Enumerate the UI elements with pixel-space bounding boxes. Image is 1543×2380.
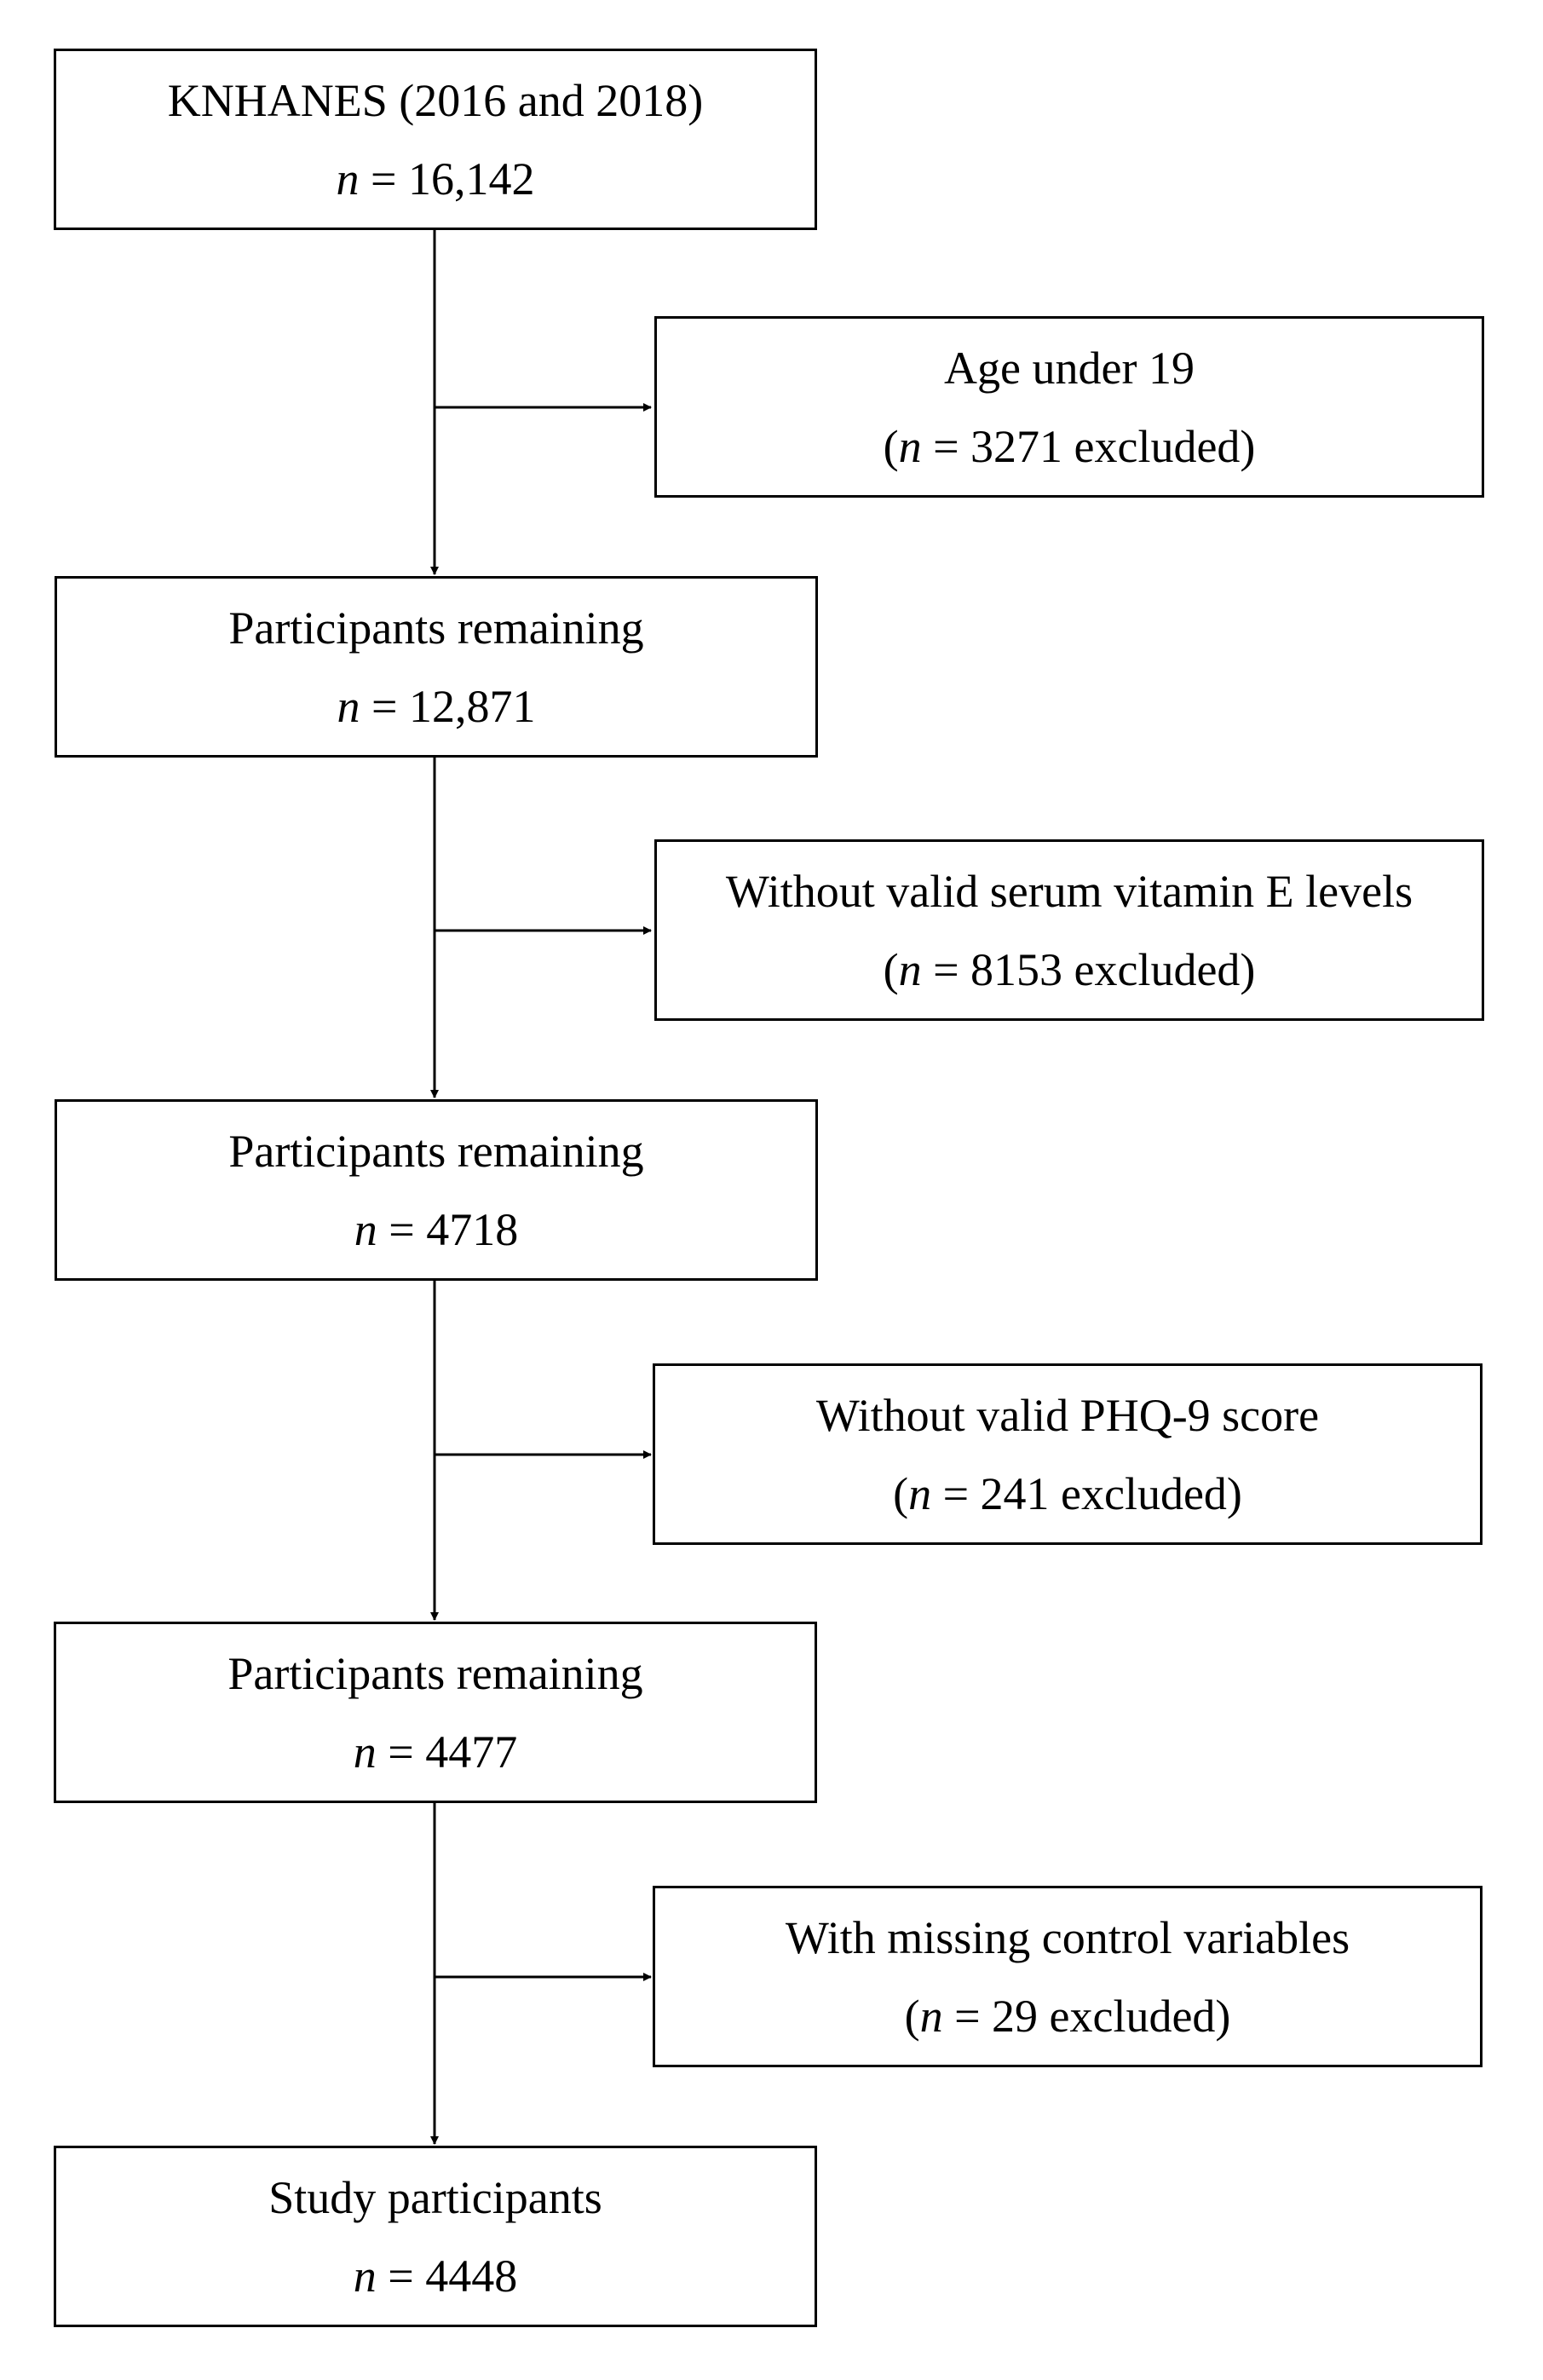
n-symbol: n (908, 1467, 932, 1519)
step-label: Study participants (268, 2171, 602, 2223)
n-value: = 29 excluded) (942, 1990, 1231, 2042)
paren-open: ( (904, 1990, 920, 2042)
exclusion-count: (n = 29 excluded) (905, 1977, 1231, 2055)
exclusion-box-missing-controls: With missing control variables (n = 29 e… (653, 1886, 1483, 2067)
step-count: n = 4477 (354, 1713, 517, 1791)
n-symbol: n (919, 1990, 943, 2042)
n-value: = 12,871 (360, 680, 536, 732)
paren-open: ( (883, 420, 899, 472)
step-count: n = 4448 (354, 2237, 517, 2315)
step-label: Participants remaining (228, 602, 644, 654)
n-symbol: n (898, 943, 922, 995)
step-count: n = 12,871 (337, 667, 536, 746)
n-value: = 241 excluded) (931, 1467, 1242, 1519)
n-symbol: n (337, 680, 360, 732)
n-symbol: n (353, 2250, 377, 2302)
step-label: KNHANES (2016 and 2018) (167, 74, 704, 126)
exclusion-count: (n = 8153 excluded) (884, 931, 1256, 1009)
exclusion-count: (n = 241 excluded) (893, 1455, 1242, 1533)
n-value: = 4448 (376, 2250, 518, 2302)
paren-open: ( (883, 943, 899, 995)
n-symbol: n (354, 1203, 377, 1255)
exclusion-label: Without valid serum vitamin E levels (725, 865, 1413, 917)
step-box-knhanes: KNHANES (2016 and 2018) n = 16,142 (54, 49, 817, 230)
step-count: n = 4718 (354, 1190, 518, 1269)
n-value: = 8153 excluded) (921, 943, 1256, 995)
exclusion-count: (n = 3271 excluded) (884, 407, 1256, 486)
exclusion-label: With missing control variables (785, 1911, 1350, 1963)
n-value: = 4718 (377, 1203, 519, 1255)
paren-open: ( (893, 1467, 909, 1519)
step-box-study-participants: Study participants n = 4448 (54, 2146, 817, 2327)
step-count: n = 16,142 (337, 140, 535, 218)
exclusion-label: Without valid PHQ-9 score (815, 1389, 1320, 1441)
step-label: Participants remaining (228, 1125, 644, 1177)
step-label: Participants remaining (227, 1647, 643, 1699)
step-box-remaining-1: Participants remaining n = 12,871 (55, 576, 818, 758)
step-box-remaining-3: Participants remaining n = 4477 (54, 1622, 817, 1803)
exclusion-label: Age under 19 (944, 342, 1195, 394)
n-symbol: n (336, 153, 360, 205)
n-value: = 16,142 (359, 153, 535, 205)
n-symbol: n (898, 420, 922, 472)
exclusion-box-phq9: Without valid PHQ-9 score (n = 241 exclu… (653, 1363, 1483, 1545)
exclusion-box-age: Age under 19 (n = 3271 excluded) (654, 316, 1484, 498)
step-box-remaining-2: Participants remaining n = 4718 (55, 1099, 818, 1281)
n-symbol: n (353, 1726, 377, 1778)
n-value: = 4477 (376, 1726, 518, 1778)
exclusion-box-vitamin-e: Without valid serum vitamin E levels (n … (654, 839, 1484, 1021)
n-value: = 3271 excluded) (921, 420, 1256, 472)
